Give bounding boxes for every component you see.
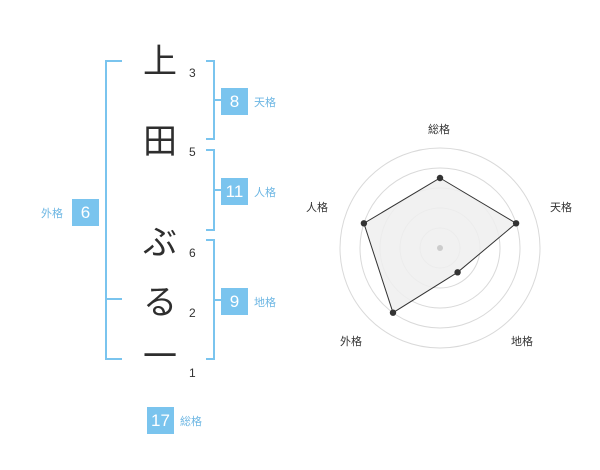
radar-point-5 (360, 220, 368, 227)
radar-axis-label-tenkaku: 天格 (550, 201, 572, 214)
radar-point-2 (512, 220, 520, 227)
chikaku-badge: 9 (221, 288, 248, 315)
gaikaku-bracket (105, 60, 122, 360)
stroke-count-1: 3 (189, 66, 196, 80)
radar-axis-label-jinkaku: 人格 (306, 201, 328, 214)
name-char-2: 田 (143, 122, 177, 162)
stroke-count-5: 1 (189, 366, 196, 380)
name-char-3: ぶ (143, 223, 177, 263)
name-char-1: 上 (143, 42, 177, 82)
stroke-count-4: 2 (189, 306, 196, 320)
tenkaku-label: 天格 (254, 96, 276, 109)
soukaku-badge: 17 (147, 407, 174, 434)
chikaku-label: 地格 (254, 296, 276, 309)
tenkaku-badge: 8 (221, 88, 248, 115)
radar-center-dot (437, 245, 443, 251)
radar-axis-label-soukaku: 総格 (428, 123, 450, 136)
radar-point-4 (389, 309, 397, 316)
radar-ring-4 (359, 167, 521, 329)
stroke-count-2: 5 (189, 145, 196, 159)
gaikaku-badge: 6 (72, 199, 99, 226)
radar-point-1 (436, 174, 444, 182)
name-char-5: 一 (143, 337, 177, 377)
radar-axis-label-gaikaku: 外格 (340, 335, 362, 348)
radar-ring-5 (339, 147, 541, 349)
radar-axis-label-chikaku: 地格 (511, 335, 533, 348)
radar-point-3 (454, 269, 461, 276)
stroke-count-3: 6 (189, 246, 196, 260)
jinkaku-label: 人格 (254, 186, 276, 199)
jinkaku-badge: 11 (221, 178, 248, 205)
name-char-4: る (143, 283, 177, 323)
gaikaku-label: 外格 (41, 207, 63, 220)
soukaku-label: 総格 (180, 415, 202, 428)
